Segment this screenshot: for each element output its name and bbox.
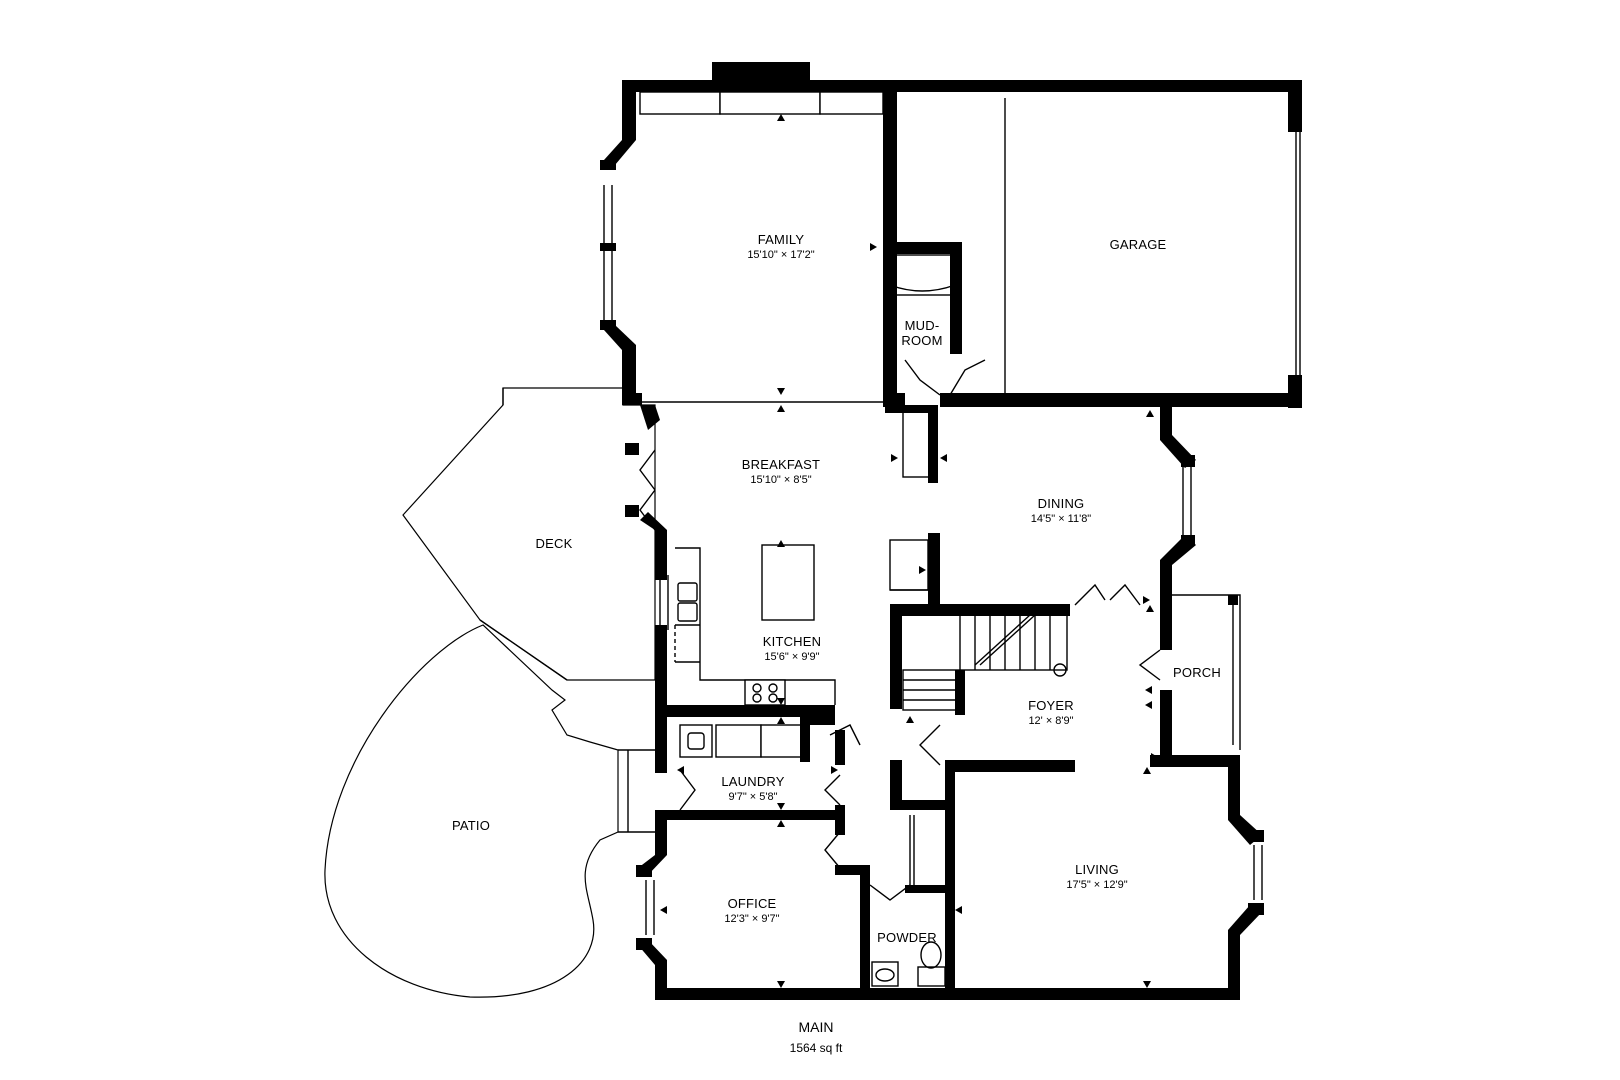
family-label: FAMILY bbox=[758, 232, 805, 247]
room-foyer: FOYER 12' × 8'9" bbox=[1028, 698, 1074, 727]
floor-name: MAIN bbox=[799, 1019, 834, 1035]
room-deck: DECK bbox=[536, 536, 573, 551]
patio-label: PATIO bbox=[452, 818, 490, 833]
laundry-dims: 9'7" × 5'8" bbox=[728, 791, 777, 803]
garage-label: GARAGE bbox=[1110, 237, 1167, 252]
deck-outline bbox=[402, 387, 656, 681]
dining-dims: 14'5" × 11'8" bbox=[1031, 513, 1092, 525]
laundry-label: LAUNDRY bbox=[721, 774, 784, 789]
office-label: OFFICE bbox=[728, 896, 777, 911]
kitchen-label: KITCHEN bbox=[763, 634, 821, 649]
powder-label: POWDER bbox=[877, 930, 937, 945]
deck-label: DECK bbox=[536, 536, 573, 551]
foyer-dims: 12' × 8'9" bbox=[1028, 715, 1073, 727]
room-garage: GARAGE bbox=[1110, 237, 1167, 252]
living-dims: 17'5" × 12'9" bbox=[1066, 879, 1127, 891]
room-mudroom: MUD- ROOM bbox=[901, 318, 942, 348]
patio-outline bbox=[324, 624, 655, 998]
floor-area: 1564 sq ft bbox=[790, 1041, 843, 1055]
foyer-label: FOYER bbox=[1028, 698, 1074, 713]
room-laundry: LAUNDRY 9'7" × 5'8" bbox=[721, 774, 784, 803]
family-dims: 15'10" × 17'2" bbox=[747, 249, 814, 261]
room-powder: POWDER bbox=[877, 930, 937, 945]
room-family: FAMILY 15'10" × 17'2" bbox=[747, 232, 814, 261]
floor-caption: MAIN 1564 sq ft bbox=[790, 1019, 843, 1055]
dining-label: DINING bbox=[1038, 496, 1085, 511]
mudroom-label-2: ROOM bbox=[901, 333, 942, 348]
kitchen-dims: 15'6" × 9'9" bbox=[764, 651, 819, 663]
room-kitchen: KITCHEN 15'6" × 9'9" bbox=[763, 634, 821, 663]
room-breakfast: BREAKFAST 15'10" × 8'5" bbox=[742, 457, 820, 486]
walls bbox=[600, 62, 1302, 1000]
room-porch: PORCH bbox=[1173, 665, 1221, 680]
mudroom-label-1: MUD- bbox=[905, 318, 940, 333]
dimension-markers bbox=[660, 114, 1158, 988]
living-label: LIVING bbox=[1075, 862, 1119, 877]
porch-outline bbox=[1170, 594, 1241, 750]
room-office: OFFICE 12'3" × 9'7" bbox=[724, 896, 779, 925]
office-dims: 12'3" × 9'7" bbox=[724, 913, 779, 925]
breakfast-dims: 15'10" × 8'5" bbox=[750, 474, 811, 486]
door-swings bbox=[639, 359, 1161, 901]
room-dining: DINING 14'5" × 11'8" bbox=[1031, 496, 1092, 525]
room-patio: PATIO bbox=[452, 818, 490, 833]
breakfast-label: BREAKFAST bbox=[742, 457, 820, 472]
room-living: LIVING 17'5" × 12'9" bbox=[1066, 862, 1127, 891]
porch-label: PORCH bbox=[1173, 665, 1221, 680]
